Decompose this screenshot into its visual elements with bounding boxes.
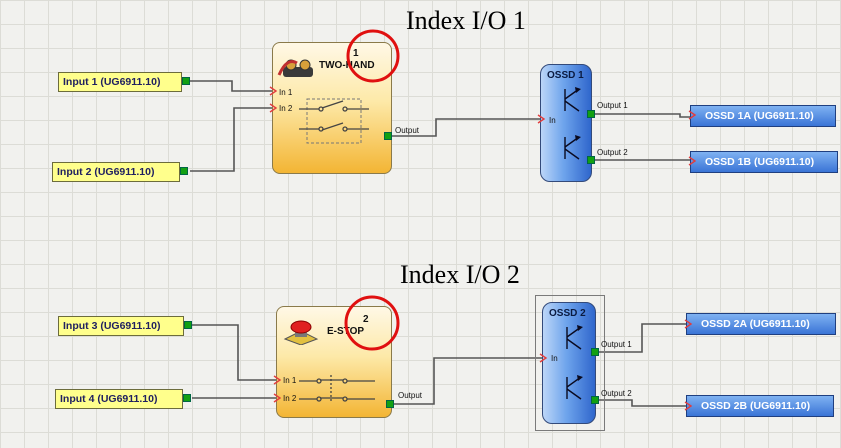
output-block-ossd-1b[interactable]: OSSD 1B (UG6911.10) xyxy=(690,151,838,173)
e-stop-in2-label: In 2 xyxy=(283,394,297,403)
e-stop-index: 2 xyxy=(363,314,369,325)
wire-input1-in1 xyxy=(190,80,272,92)
ossd-2-block[interactable]: OSSD 2 In xyxy=(542,302,596,424)
ossd-1-block[interactable]: OSSD 1 In xyxy=(540,64,592,182)
ossd-1-out2-label: Output 2 xyxy=(597,148,628,157)
two-hand-index: 1 xyxy=(353,48,359,59)
two-hand-block[interactable]: 1 TWO-HAND In 1 In 2 Outp xyxy=(272,42,419,174)
emergency-stop-icon xyxy=(283,320,319,345)
input-2-terminal[interactable] xyxy=(180,167,188,175)
e-stop-output-terminal[interactable] xyxy=(386,400,394,408)
input-3-terminal[interactable] xyxy=(184,321,192,329)
e-stop-output-label: Output xyxy=(398,391,423,400)
wire-ossd1-out1 xyxy=(592,113,690,118)
two-hand-in1-label: In 1 xyxy=(279,88,293,97)
two-hand-in2-label: In 2 xyxy=(279,104,293,113)
input-block-2[interactable]: Input 2 (UG6911.10) xyxy=(52,162,180,182)
wire-input2-in2 xyxy=(190,107,272,172)
ossd-2-out1-terminal[interactable] xyxy=(591,348,599,356)
ossd-1-out1-terminal[interactable] xyxy=(587,110,595,118)
input-block-3[interactable]: Input 3 (UG6911.10) xyxy=(58,316,184,336)
ossd-2-out2-label: Output 2 xyxy=(601,389,632,398)
ossd-2-title: OSSD 2 xyxy=(549,308,586,319)
input-4-label: Input 4 (UG6911.10) xyxy=(60,393,158,405)
wire-ossd2-out2 xyxy=(596,399,686,407)
two-hand-contact-symbol xyxy=(299,98,369,144)
output-ossd-1a-label: OSSD 1A (UG6911.10) xyxy=(705,110,814,122)
input-block-4[interactable]: Input 4 (UG6911.10) xyxy=(55,389,183,409)
output-block-ossd-2a[interactable]: OSSD 2A (UG6911.10) xyxy=(686,313,836,335)
output-ossd-1b-label: OSSD 1B (UG6911.10) xyxy=(705,156,815,168)
input-1-terminal[interactable] xyxy=(182,77,190,85)
e-stop-block[interactable]: 2 E-STOP In 1 In 2 xyxy=(276,306,392,418)
ossd-2-in-label: In xyxy=(551,354,558,363)
two-hand-output-terminal[interactable] xyxy=(384,132,392,140)
ossd-1-transistor-icons xyxy=(564,87,581,160)
e-stop-in1-label: In 1 xyxy=(283,376,297,385)
ossd-2-transistor-icons xyxy=(566,325,583,400)
ossd-2-selection-rectangle xyxy=(535,295,605,431)
two-hand-icon xyxy=(277,59,313,77)
wire-input3-in1 xyxy=(192,324,276,381)
index-io-1-heading: Index I/O 1 xyxy=(406,6,526,35)
e-stop-title: E-STOP xyxy=(327,326,365,337)
ossd-1-in-label: In xyxy=(549,116,556,125)
ossd-1-out1-label: Output 1 xyxy=(597,101,628,110)
ossd-1-out2-terminal[interactable] xyxy=(587,156,595,164)
two-hand-output-label: Output xyxy=(395,126,420,135)
index-io-2-heading: Index I/O 2 xyxy=(400,260,520,289)
output-ossd-2a-label: OSSD 2A (UG6911.10) xyxy=(701,318,810,330)
input-1-label: Input 1 (UG6911.10) xyxy=(63,76,161,88)
output-block-ossd-1a[interactable]: OSSD 1A (UG6911.10) xyxy=(690,105,836,127)
input-4-terminal[interactable] xyxy=(183,394,191,402)
ossd-2-out2-terminal[interactable] xyxy=(591,396,599,404)
ossd-2-out1-label: Output 1 xyxy=(601,340,632,349)
two-hand-title: TWO-HAND xyxy=(319,60,375,71)
input-2-label: Input 2 (UG6911.10) xyxy=(57,166,155,178)
input-block-1[interactable]: Input 1 (UG6911.10) xyxy=(58,72,182,92)
output-block-ossd-2b[interactable]: OSSD 2B (UG6911.10) xyxy=(686,395,834,417)
input-3-label: Input 3 (UG6911.10) xyxy=(63,320,161,332)
ossd-1-title: OSSD 1 xyxy=(547,70,584,81)
output-ossd-2b-label: OSSD 2B (UG6911.10) xyxy=(701,400,811,412)
e-stop-contact-symbol xyxy=(299,375,375,403)
